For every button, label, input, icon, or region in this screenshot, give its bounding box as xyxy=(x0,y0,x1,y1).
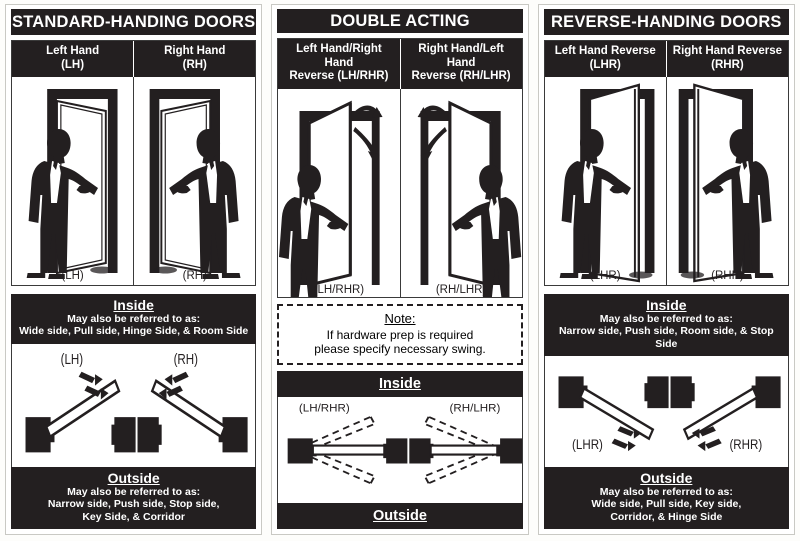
door-illustration-block-reverse: Left Hand Reverse (LHR) Right Hand Rever… xyxy=(543,40,789,286)
column-header-line2: Reverse (RH/LHR) xyxy=(411,70,511,83)
plan-label-rh-lhr: (RH/LHR) xyxy=(450,403,501,415)
column-header-left-hand: Left Hand (LH) xyxy=(12,41,133,77)
column-header-line1: Right Hand/Left Hand xyxy=(418,43,504,69)
door-scene-lhr-icon xyxy=(559,83,655,283)
plan-view-standard: (LH) (RH) xyxy=(11,343,257,467)
scene-label-lh: (LH) xyxy=(61,270,84,282)
outside-band-double: Outside xyxy=(277,502,523,529)
plan-diagram-standard-icon: (LH) (RH) xyxy=(25,350,248,452)
swing-arrow-lh-icon xyxy=(78,371,109,399)
door-illustration-block-standard: Left Hand (LH) Right Hand (RH) xyxy=(11,40,257,286)
door-illustration-block-double: Left Hand/Right Hand Reverse (LH/RHR) Ri… xyxy=(277,38,523,298)
column-headers-double: Left Hand/Right Hand Reverse (LH/RHR) Ri… xyxy=(278,39,522,89)
door-scene-rhr-icon xyxy=(678,83,774,283)
column-header-line2: (RHR) xyxy=(711,58,744,71)
plan-view-double: (LH/RHR) (RH/LHR) xyxy=(277,396,523,503)
scene-label-lh-rhr: (LH/RHR) xyxy=(313,283,365,296)
panel-title-reverse: REVERSE-HANDING DOORS xyxy=(543,9,789,35)
panel-title-standard: STANDARD-HANDING DOORS xyxy=(11,9,257,35)
column-header-line2: (RH) xyxy=(182,58,207,71)
column-header-rh-lhr: Right Hand/Left Hand Reverse (RH/LHR) xyxy=(399,39,522,89)
inside-band-reverse: Inside May also be referred to as: Narro… xyxy=(543,294,789,356)
outside-alias-line-2: Key Side, & Corridor xyxy=(82,510,186,523)
outside-subtitle: May also be referred to as: xyxy=(67,485,201,498)
outside-band-standard: Outside May also be referred to as: Narr… xyxy=(11,467,257,529)
scene-left-hand: (LH) xyxy=(12,77,134,285)
plan-label-lhr: (LHR) xyxy=(572,437,603,452)
scene-rh-lhr: (RH/LHR) xyxy=(399,88,522,297)
inside-subtitle: May also be referred to as: xyxy=(67,312,201,325)
swing-arrow-up-icon xyxy=(355,105,383,118)
plan-label-rh: (RH) xyxy=(174,350,198,367)
swing-arrow-rhr-icon xyxy=(691,426,722,452)
column-header-rhr: Right Hand Reverse (RHR) xyxy=(665,41,788,77)
column-header-lh-rhr: Left Hand/Right Hand Reverse (LH/RHR) xyxy=(278,39,399,89)
person-silhouette-icon xyxy=(26,129,98,279)
person-silhouette-icon xyxy=(559,129,631,279)
scene-rhr: (RHR) xyxy=(665,77,788,285)
panel-standard-handing: STANDARD-HANDING DOORS Left Hand (LH) Ri… xyxy=(5,4,263,535)
outside-title: Outside xyxy=(640,470,693,486)
panel-title-double-acting: DOUBLE ACTING xyxy=(277,9,523,34)
plan-label-lh-rhr: (LH/RHR) xyxy=(299,403,350,415)
inside-title: Inside xyxy=(646,297,687,313)
scene-right-hand: (RH) xyxy=(133,77,256,285)
outside-alias-line-2: Corridor, & Hinge Side xyxy=(610,510,723,523)
outside-alias-line-1: Narrow side, Push side, Stop side, xyxy=(47,498,220,510)
swing-arrow-rh-icon xyxy=(158,371,189,399)
note-title: Note: xyxy=(384,310,416,326)
scenes-reverse: (LHR) xyxy=(544,77,788,285)
plan-diagram-reverse-icon: (LHR) (RHR) xyxy=(558,376,781,452)
inside-title: Inside xyxy=(113,297,154,313)
note-line-2: please specify necessary swing. xyxy=(314,341,486,356)
scene-lh-rhr: (LH/RHR) xyxy=(278,88,400,297)
swing-arrow-lhr-icon xyxy=(611,426,642,452)
scene-lhr: (LHR) xyxy=(544,77,666,285)
door-scene-rh-lhr-icon xyxy=(417,100,521,297)
person-silhouette-icon xyxy=(279,164,349,297)
inside-alias-line: Wide side, Pull side, Hinge Side, & Room… xyxy=(19,325,249,337)
inside-alias-line: Narrow side, Push side, Room side, & Sto… xyxy=(558,325,774,350)
door-scene-lh-icon xyxy=(26,89,118,279)
column-header-line1: Left Hand/Right Hand xyxy=(296,43,382,69)
scenes-double: (LH/RHR) xyxy=(278,88,522,297)
column-headers-standard: Left Hand (LH) Right Hand (RH) xyxy=(12,41,256,77)
note-line-1: If hardware prep is required xyxy=(326,327,474,342)
scene-label-rh-lhr: (RH/LHR) xyxy=(435,283,487,296)
plan-view-reverse: (LHR) (RHR) xyxy=(543,356,789,467)
inside-band-double: Inside xyxy=(277,370,523,397)
outside-title: Outside xyxy=(107,470,160,486)
column-header-line1: Left Hand xyxy=(46,45,100,57)
column-header-line2: Reverse (LH/RHR) xyxy=(289,70,389,83)
note-box: Note: If hardware prep is required pleas… xyxy=(277,303,523,365)
door-scene-lh-rhr-icon xyxy=(279,100,383,297)
column-header-line1: Right Hand xyxy=(164,45,226,57)
column-headers-reverse: Left Hand Reverse (LHR) Right Hand Rever… xyxy=(544,41,788,77)
scene-label-rh: (RH) xyxy=(182,270,207,282)
plan-label-rhr: (RHR) xyxy=(729,437,762,452)
outside-subtitle: May also be referred to as: xyxy=(599,485,733,498)
scene-label-lhr: (LHR) xyxy=(589,270,621,282)
plan-label-lh: (LH) xyxy=(61,350,84,367)
outside-band-reverse: Outside May also be referred to as: Wide… xyxy=(543,467,789,529)
scenes-standard: (LH) xyxy=(12,77,256,285)
panel-reverse-handing: REVERSE-HANDING DOORS Left Hand Reverse … xyxy=(537,4,795,535)
outside-alias-line-1: Wide side, Pull side, Key side, xyxy=(591,498,742,510)
scene-label-rhr: (RHR) xyxy=(711,270,744,282)
panel-double-acting: DOUBLE ACTING Left Hand/Right Hand Rever… xyxy=(271,4,529,535)
column-header-right-hand: Right Hand (RH) xyxy=(133,41,255,77)
door-scene-rh-icon xyxy=(149,89,241,279)
column-header-lhr: Left Hand Reverse (LHR) xyxy=(545,41,666,77)
column-header-line1: Right Hand Reverse xyxy=(672,45,783,57)
plan-diagram-double-icon: (LH/RHR) (RH/LHR) xyxy=(287,403,522,484)
column-header-line2: (LHR) xyxy=(589,58,621,71)
swing-arrow-down-icon xyxy=(353,126,380,164)
column-header-line2: (LH) xyxy=(61,58,85,71)
inside-subtitle: May also be referred to as: xyxy=(599,312,733,325)
column-header-line1: Left Hand Reverse xyxy=(554,45,656,57)
inside-band-standard: Inside May also be referred to as: Wide … xyxy=(11,294,257,344)
